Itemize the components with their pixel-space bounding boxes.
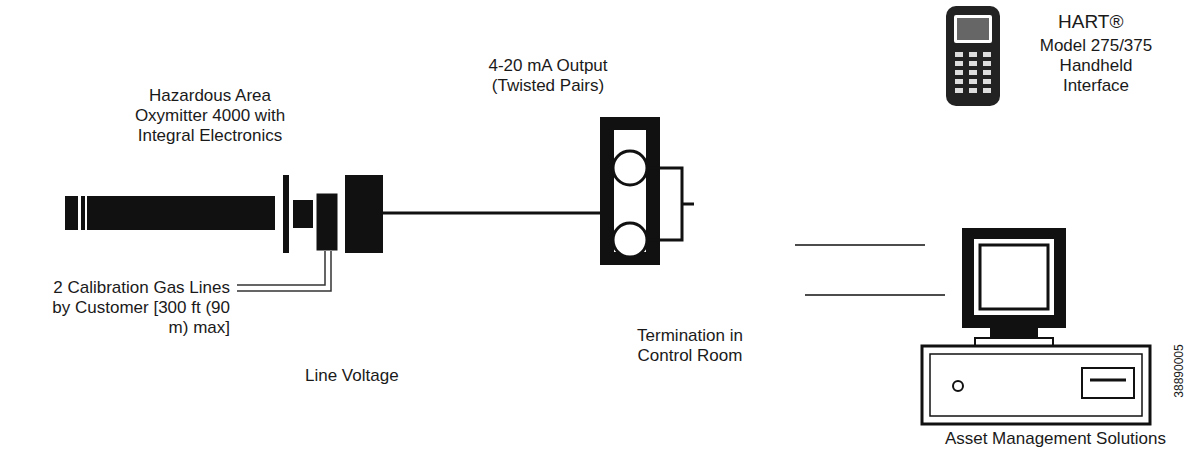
figure-number: 38890005 bbox=[1172, 339, 1186, 403]
device-label: Hazardous Area Oxymitter 4000 with Integ… bbox=[112, 86, 308, 146]
termination-block bbox=[600, 117, 694, 265]
oxymitter-probe bbox=[65, 175, 383, 253]
location-label: Termination in Control Room bbox=[622, 326, 758, 366]
handheld-interface bbox=[946, 6, 1000, 106]
twisted-pair-cable bbox=[383, 212, 625, 215]
signal-label: 4-20 mA Output (Twisted Pairs) bbox=[478, 56, 618, 96]
system-label: Asset Management Solutions bbox=[940, 429, 1166, 449]
device-label: Model 275/375 Handheld Interface bbox=[1035, 36, 1157, 96]
brand-label: HART® bbox=[1058, 10, 1138, 33]
calibration-gas-lines bbox=[237, 251, 331, 291]
connection-line bbox=[795, 244, 925, 246]
computer bbox=[922, 228, 1150, 424]
connection-line bbox=[805, 294, 945, 296]
power-label: Line Voltage bbox=[305, 366, 425, 386]
note-label: 2 Calibration Gas Lines by Customer [300… bbox=[36, 278, 230, 338]
